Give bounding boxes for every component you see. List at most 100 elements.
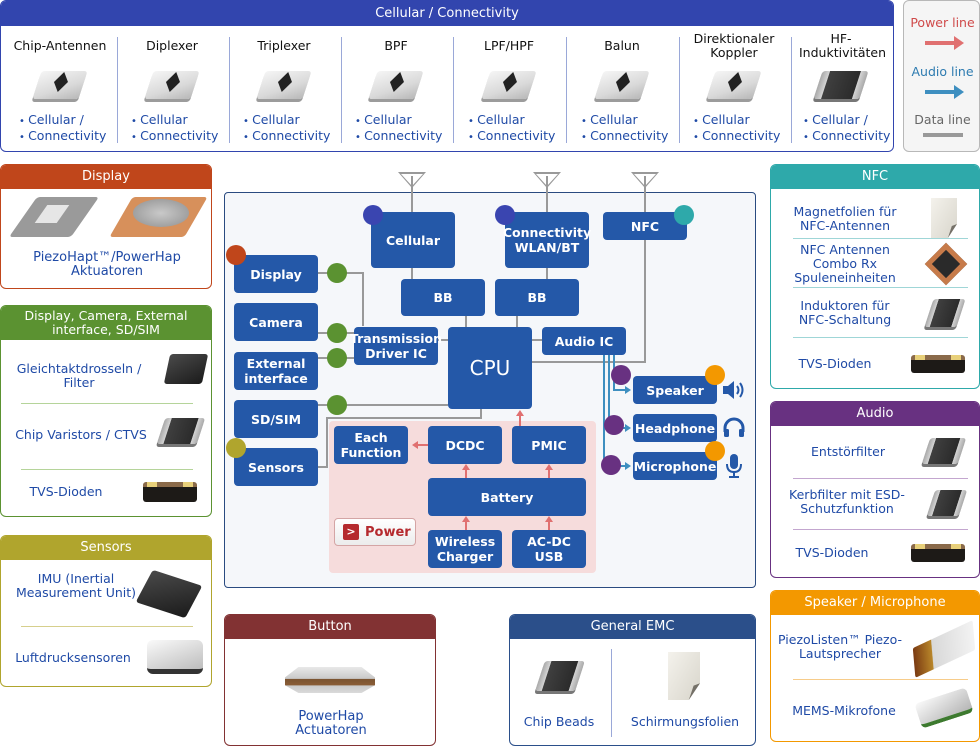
cellular-item: Chip-Antennen• Cellular /• Connectivity xyxy=(7,29,113,147)
connectivity-dot[interactable] xyxy=(495,205,515,225)
nfc-item-tvs-diodes[interactable]: TVS-Dioden xyxy=(798,356,872,371)
speaker-mic-item-mems[interactable]: MEMS-Mikrofone xyxy=(792,703,896,718)
camera-interface-dot[interactable] xyxy=(327,323,347,343)
data-line xyxy=(318,466,328,468)
antenna-line xyxy=(546,176,548,212)
nfc-inductor-image xyxy=(924,299,966,327)
sensors-item-imu[interactable]: IMU (Inertial Measurement Unit) xyxy=(15,571,137,600)
cellular-item-application-link[interactable]: • Connectivity xyxy=(19,129,106,145)
block-camera[interactable]: Camera xyxy=(234,303,318,341)
display-interface-dot[interactable] xyxy=(327,263,347,283)
nfc-panel: NFC Magnetfolien für NFC-Antennen NFC An… xyxy=(770,164,980,389)
bullet-icon: • xyxy=(468,116,478,127)
audio-item-notch-filter[interactable]: Kerbfilter mit ESD-Schutzfunktion xyxy=(789,487,905,516)
microphone-audio-dot[interactable] xyxy=(601,455,621,475)
sensors-item-pressure[interactable]: Luftdrucksensoren xyxy=(15,650,131,665)
nfc-item-magnet-foil[interactable]: Magnetfolien für NFC-Antennen xyxy=(793,204,897,233)
display-panel-title: Display xyxy=(1,165,211,189)
cellular-column-divider xyxy=(791,37,792,143)
cellular-item-application-link[interactable]: • Cellular xyxy=(693,113,750,129)
component-chip-image xyxy=(594,71,650,99)
block-external-interface[interactable]: External interface xyxy=(234,352,318,390)
legend-audio-arrow-icon xyxy=(925,90,955,94)
cellular-item-application-link[interactable]: • Cellular xyxy=(355,113,412,129)
cellular-item: Balun• Cellular• Connectivity xyxy=(569,29,675,147)
block-speaker[interactable]: Speaker xyxy=(633,376,717,404)
nfc-item-antenna[interactable]: NFC Antennen Combo Rx Spuleneinheiten xyxy=(794,242,896,285)
cellular-item-application-link[interactable]: • Connectivity xyxy=(693,129,780,145)
emc-item-shielding[interactable]: Schirmungsfolien xyxy=(630,714,740,729)
block-cellular[interactable]: Cellular xyxy=(371,212,455,268)
speaker-dot[interactable] xyxy=(705,365,725,385)
microphone-dot[interactable] xyxy=(705,441,725,461)
power-button[interactable]: > Power xyxy=(334,518,416,546)
bullet-icon: • xyxy=(693,132,703,143)
cellular-item-application-link[interactable]: • Connectivity xyxy=(581,129,668,145)
display-item-piezohapt[interactable]: PiezoHapt™/PowerHap Aktuatoren xyxy=(33,250,181,279)
interfaces-item-common-mode-filter[interactable]: Gleichtaktdrosseln / Filter xyxy=(16,361,142,390)
block-battery[interactable]: Battery xyxy=(428,478,586,516)
block-wireless-charger[interactable]: Wireless Charger xyxy=(428,530,502,568)
nfc-panel-title: NFC xyxy=(771,165,979,189)
cellular-item-application-link[interactable]: • Cellular / xyxy=(19,113,84,129)
block-dcdc[interactable]: DCDC xyxy=(428,426,502,464)
block-pmic[interactable]: PMIC xyxy=(512,426,586,464)
block-bb-connectivity[interactable]: BB xyxy=(495,279,579,316)
external-interface-dot[interactable] xyxy=(327,348,347,368)
block-sdsim[interactable]: SD/SIM xyxy=(234,400,318,438)
block-acdc-usb[interactable]: AC-DC USB xyxy=(512,530,586,568)
nfc-dot[interactable] xyxy=(674,205,694,225)
data-line xyxy=(411,266,413,280)
block-audio-ic[interactable]: Audio IC xyxy=(542,327,626,355)
block-headphone[interactable]: Headphone xyxy=(633,414,717,442)
block-display[interactable]: Display xyxy=(234,255,318,293)
cellular-item-application-link[interactable]: • Cellular xyxy=(581,113,638,129)
sdsim-interface-dot[interactable] xyxy=(327,395,347,415)
block-connectivity[interactable]: Connectivity WLAN/BT xyxy=(503,212,591,268)
cellular-item-application-link[interactable]: • Connectivity xyxy=(243,129,330,145)
cellular-item-application-link[interactable]: • Cellular / xyxy=(803,113,868,129)
block-microphone[interactable]: Microphone xyxy=(633,452,717,480)
application-label: Cellular xyxy=(702,112,750,127)
button-item-powerhap[interactable]: PowerHap Actuatoren xyxy=(295,709,367,738)
sensors-panel: Sensors IMU (Inertial Measurement Unit) … xyxy=(0,535,212,687)
audio-line xyxy=(613,389,625,391)
cellular-item-application-link[interactable]: • Connectivity xyxy=(468,129,555,145)
emc-item-chip-beads[interactable]: Chip Beads xyxy=(523,714,595,729)
cellular-item-application-link[interactable]: • Cellular xyxy=(243,113,300,129)
audio-item-emi-filter[interactable]: Entstörfilter xyxy=(811,444,885,459)
cellular-item-application-link[interactable]: • Connectivity xyxy=(355,129,442,145)
cellular-column-divider xyxy=(117,37,118,143)
sensors-panel-title: Sensors xyxy=(1,536,211,560)
cellular-item: Diplexer• Cellular• Connectivity xyxy=(119,29,225,147)
antenna-line xyxy=(644,176,646,212)
sensors-dot[interactable] xyxy=(226,438,246,458)
bullet-icon: • xyxy=(243,132,253,143)
block-sensors[interactable]: Sensors xyxy=(234,448,318,486)
cellular-item-application-link[interactable]: • Cellular xyxy=(131,113,188,129)
block-each-function[interactable]: Each Function xyxy=(334,426,408,464)
speaker-mic-item-piezolisten[interactable]: PiezoListen™ Piezo-Lautsprecher xyxy=(778,632,902,661)
application-label: Connectivity xyxy=(590,128,669,143)
cellular-item-application-link[interactable]: • Connectivity xyxy=(131,129,218,145)
display-dot[interactable] xyxy=(226,245,246,265)
interfaces-item-chip-varistors[interactable]: Chip Varistors / CTVS xyxy=(15,427,147,442)
bullet-icon: • xyxy=(803,132,813,143)
application-label: Connectivity xyxy=(364,128,443,143)
cellular-dot[interactable] xyxy=(363,205,383,225)
cellular-item: Direktionaler Koppler• Cellular• Connect… xyxy=(681,29,787,147)
legend-data-line-icon xyxy=(923,133,963,137)
block-bb-cellular[interactable]: BB xyxy=(401,279,485,316)
headphone-audio-dot[interactable] xyxy=(604,415,624,435)
audio-item-tvs-diodes[interactable]: TVS-Dioden xyxy=(795,545,869,560)
block-nfc[interactable]: NFC xyxy=(603,212,687,240)
cellular-item-application-link[interactable]: • Cellular xyxy=(468,113,525,129)
interfaces-item-tvs-diodes[interactable]: TVS-Dioden xyxy=(29,484,103,499)
block-transmission-driver[interactable]: Transmission Driver IC xyxy=(350,327,442,365)
application-label: Cellular xyxy=(140,112,188,127)
block-cpu[interactable]: CPU xyxy=(448,327,532,409)
legend-data-label: Data line xyxy=(914,112,971,127)
speaker-audio-dot[interactable] xyxy=(611,365,631,385)
cellular-item-application-link[interactable]: • Connectivity xyxy=(803,129,890,145)
nfc-item-inductors[interactable]: Induktoren für NFC-Schaltung xyxy=(798,298,892,327)
